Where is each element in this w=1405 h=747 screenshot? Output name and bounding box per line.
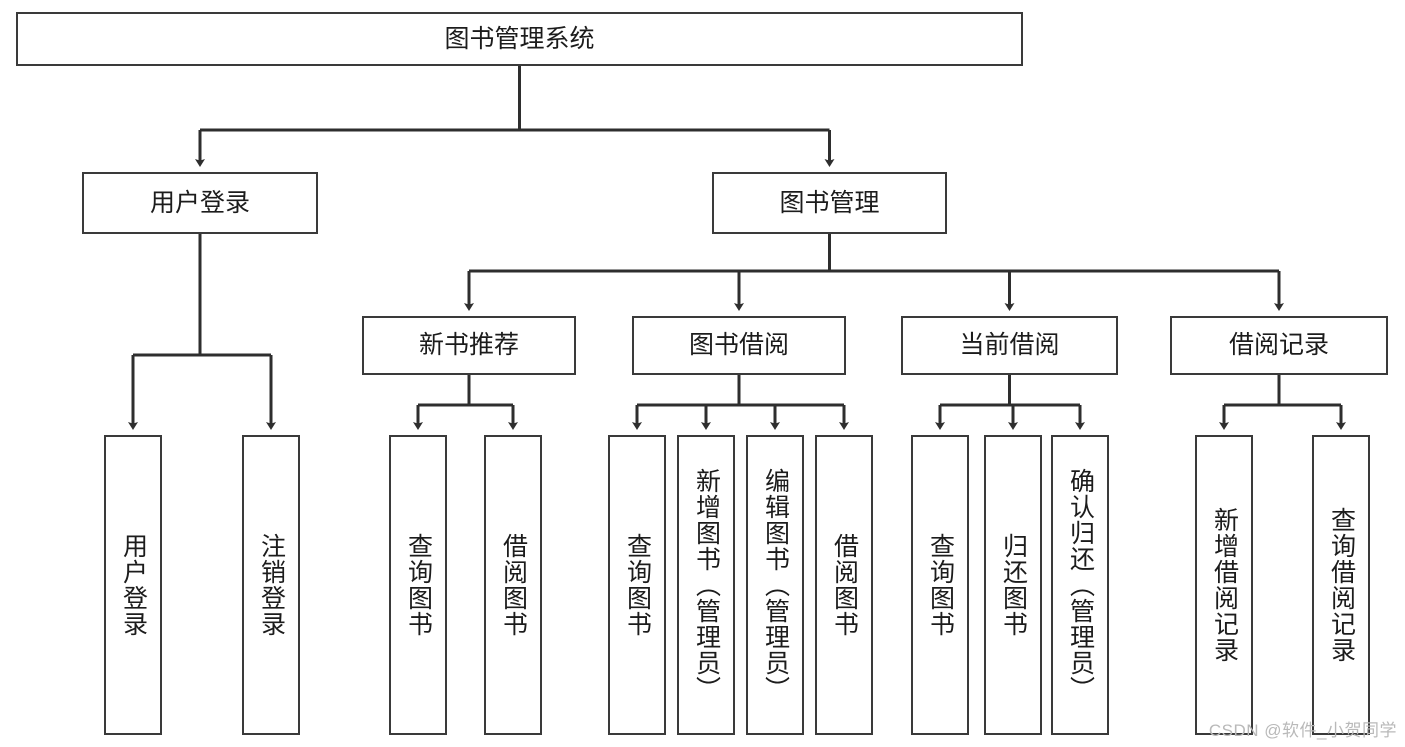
node-leaf-query-book-3[interactable]: 查询图书 [911,435,969,735]
node-leaf-return-book[interactable]: 归还图书 [984,435,1042,735]
node-leaf-borrow-book-2[interactable]: 借阅图书 [815,435,873,735]
node-label: 编辑图书（管理员） [761,468,790,702]
node-label: 用户登录 [119,533,148,637]
node-label: 查询图书 [404,533,433,637]
node-label: 用户登录 [149,188,250,217]
node-label: 注销登录 [257,533,286,637]
node-leaf-query-book-2[interactable]: 查询图书 [608,435,666,735]
node-leaf-edit-book[interactable]: 编辑图书（管理员） [746,435,804,735]
node-current-borrow[interactable]: 当前借阅 [901,316,1118,375]
node-label: 新增图书（管理员） [692,468,721,702]
node-leaf-logout[interactable]: 注销登录 [242,435,300,735]
node-label: 图书管理系统 [444,24,595,53]
node-label: 图书管理 [779,188,880,217]
node-borrow-record[interactable]: 借阅记录 [1170,316,1388,375]
node-leaf-add-book[interactable]: 新增图书（管理员） [677,435,735,735]
node-label: 借阅记录 [1228,331,1329,360]
node-label: 归还图书 [999,533,1028,637]
node-leaf-confirm-return[interactable]: 确认归还（管理员） [1051,435,1109,735]
node-label: 查询图书 [926,533,955,637]
node-label: 新增借阅记录 [1210,507,1239,663]
csdn-watermark: CSDN @软件_小贺同学 [1208,721,1397,740]
node-new-book-rec[interactable]: 新书推荐 [362,316,576,375]
node-label: 当前借阅 [959,331,1060,360]
node-leaf-query-book-1[interactable]: 查询图书 [389,435,447,735]
node-root[interactable]: 图书管理系统 [16,12,1023,66]
node-label: 确认归还（管理员） [1066,468,1095,702]
node-label: 借阅图书 [830,533,859,637]
node-leaf-add-record[interactable]: 新增借阅记录 [1195,435,1253,735]
node-book-borrow[interactable]: 图书借阅 [632,316,846,375]
node-label: 借阅图书 [499,533,528,637]
node-label: 查询借阅记录 [1327,507,1356,663]
node-label: 图书借阅 [688,331,789,360]
node-book-manage[interactable]: 图书管理 [712,172,947,234]
node-label: 新书推荐 [418,331,519,360]
node-leaf-user-login[interactable]: 用户登录 [104,435,162,735]
node-label: 查询图书 [623,533,652,637]
node-leaf-borrow-book-1[interactable]: 借阅图书 [484,435,542,735]
node-user-login[interactable]: 用户登录 [82,172,318,234]
node-leaf-query-record[interactable]: 查询借阅记录 [1312,435,1370,735]
